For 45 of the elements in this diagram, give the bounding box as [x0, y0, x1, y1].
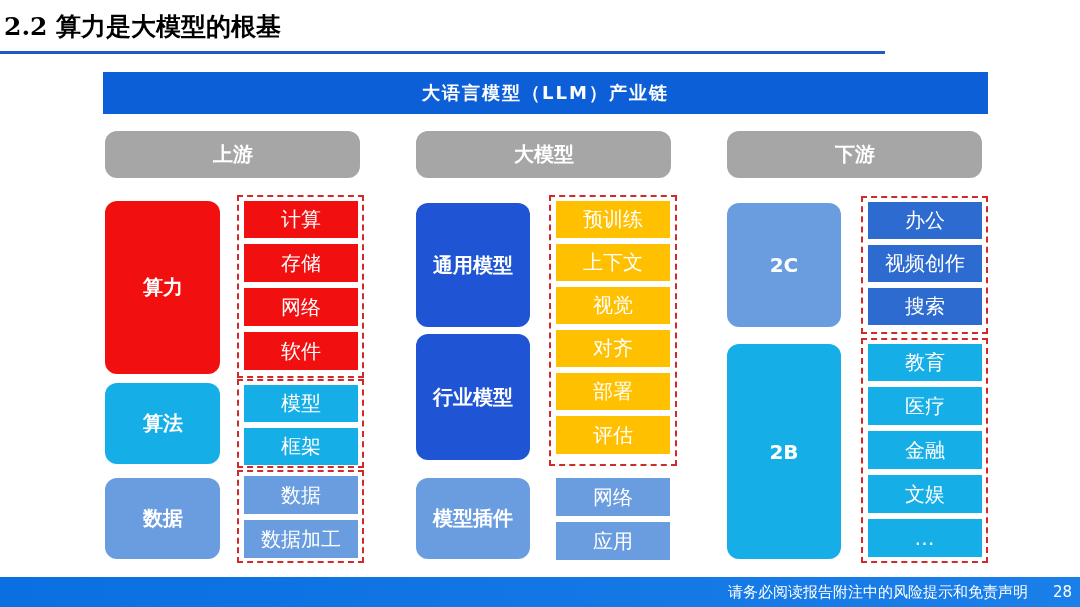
item-box: 数据加工: [243, 520, 358, 558]
item-box: 网络: [556, 478, 670, 516]
banner: 大语言模型（LLM）产业链: [103, 72, 988, 114]
category-box: 数据: [105, 478, 220, 559]
column-header: 大模型: [416, 131, 671, 178]
dashed-frame: [861, 338, 988, 563]
item-box: 文娱: [867, 475, 982, 513]
item-box: 金融: [867, 431, 982, 469]
category-box: 模型插件: [416, 478, 530, 559]
category-box: 算法: [105, 383, 220, 464]
category-box: 行业模型: [416, 334, 530, 460]
category-box: 2B: [727, 344, 841, 559]
item-box: 教育: [867, 344, 982, 381]
dashed-frame: [237, 379, 364, 468]
item-box: 应用: [556, 522, 670, 560]
item-box: 医疗: [867, 387, 982, 425]
item-box: 评估: [556, 416, 670, 454]
item-box: 框架: [243, 428, 358, 465]
item-box: 部署: [556, 373, 670, 410]
item-box: 办公: [867, 202, 982, 239]
item-box: 数据: [243, 476, 358, 514]
item-box: 模型: [243, 385, 358, 422]
column-header: 上游: [105, 131, 360, 178]
category-box: 通用模型: [416, 203, 530, 327]
title: 2.2 算力是大模型的根基: [4, 11, 282, 43]
item-box: 存储: [243, 244, 358, 282]
item-box: 上下文: [556, 244, 670, 281]
column-header: 下游: [727, 131, 982, 178]
item-box: 计算: [243, 201, 358, 238]
item-box: 预训练: [556, 201, 670, 238]
dashed-frame: [861, 196, 988, 334]
item-box: 对齐: [556, 330, 670, 367]
disclaimer-text: 请务必阅读报告附注中的风险提示和免责声明: [728, 583, 1028, 602]
page-number: 28: [1052, 583, 1072, 601]
item-box: 视觉: [556, 287, 670, 324]
dashed-frame: [237, 195, 364, 378]
category-box: 2C: [727, 203, 841, 327]
item-box: …: [867, 519, 982, 557]
item-box: 视频创作: [867, 245, 982, 282]
dashed-frame: [549, 195, 677, 466]
item-box: 软件: [243, 332, 358, 370]
item-box: 网络: [243, 288, 358, 326]
item-box: 搜索: [867, 288, 982, 325]
category-box: 算力: [105, 201, 220, 374]
dashed-frame: [237, 470, 364, 563]
